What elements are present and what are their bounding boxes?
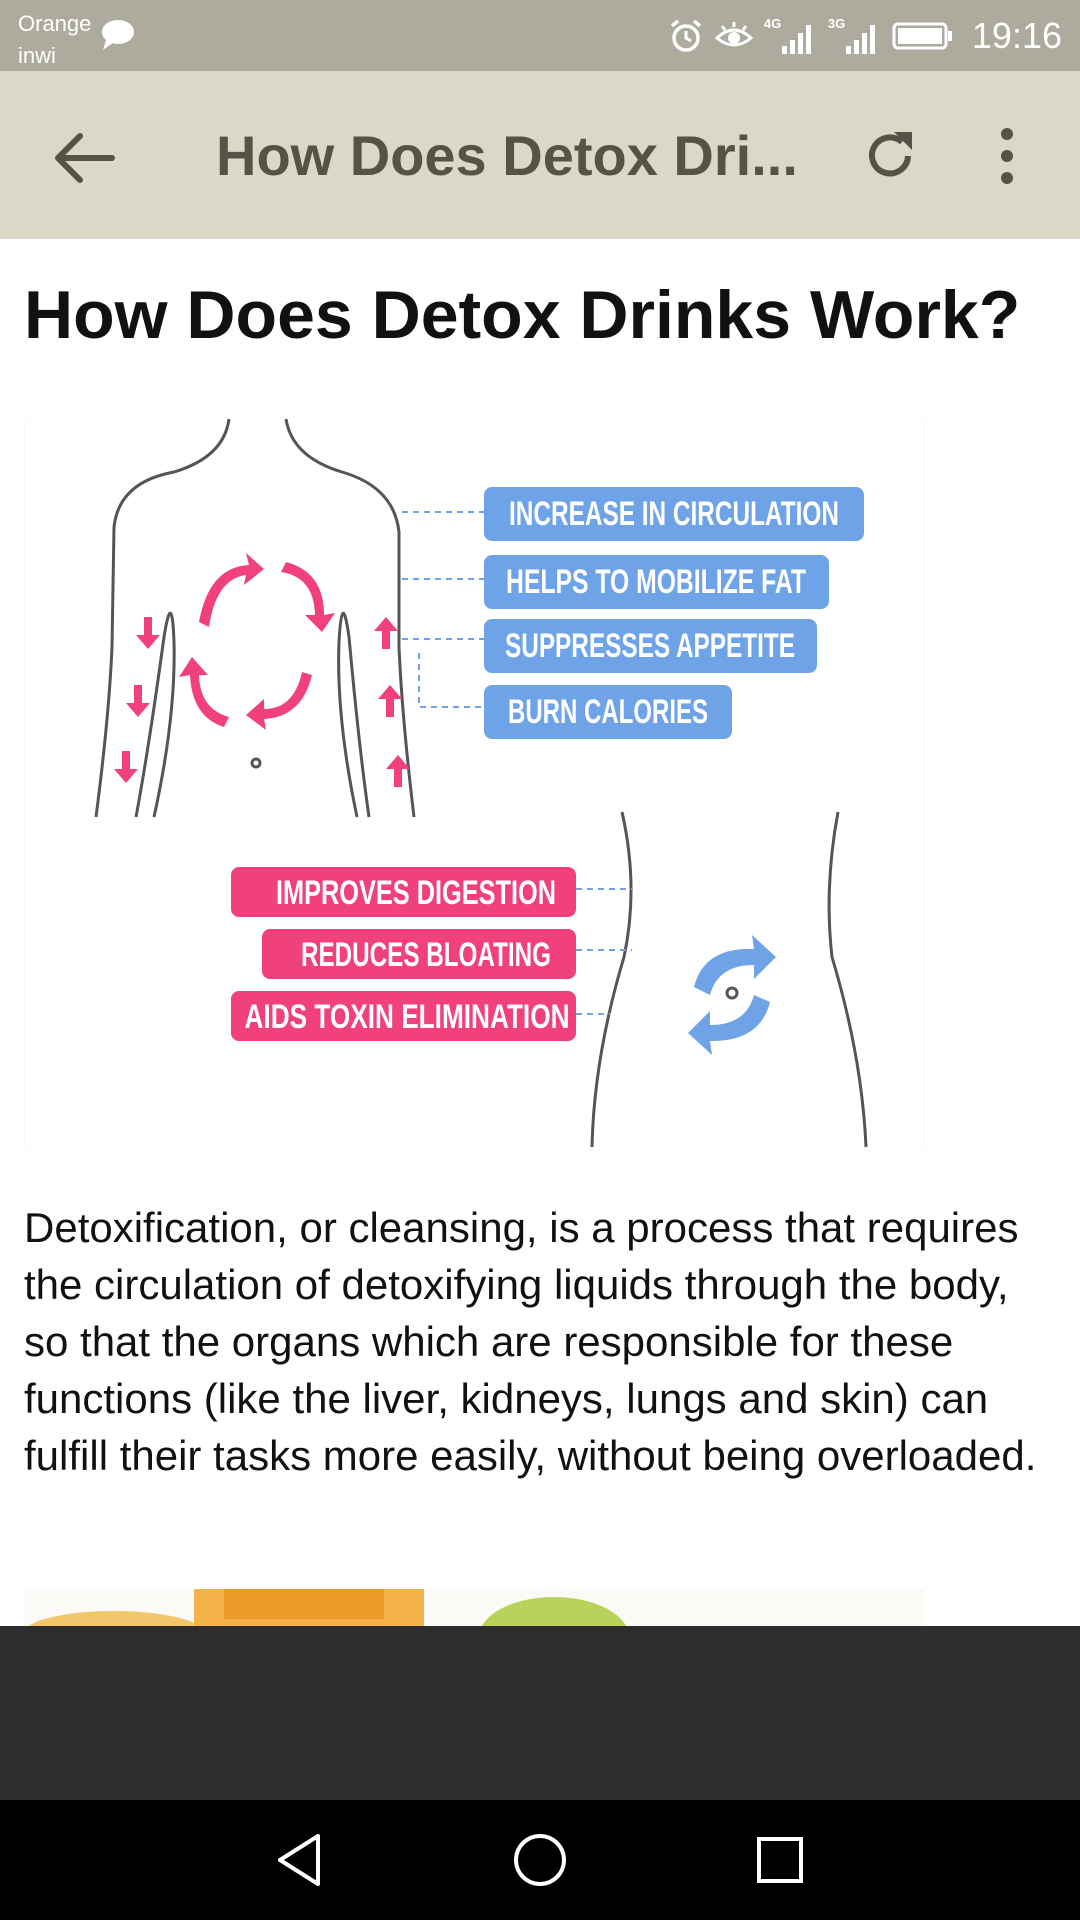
carrier-info: Orange inwi [18,8,91,72]
status-icons: 4G 3G 19:16 [668,0,1062,71]
more-options-icon[interactable] [985,124,1029,188]
lower-torso-outline [590,811,868,1148]
label-pill [484,487,864,541]
article-content[interactable]: How Does Detox Drinks Work? [0,239,1080,1626]
network-type-label: 4G [763,15,782,31]
benefit-label: INCREASE IN CIRCULATION [509,495,839,533]
pink-benefit-labels: IMPROVES DIGESTION REDUCES BLOATING AIDS… [231,867,576,1041]
detox-infographic: INCREASE IN CIRCULATION HELPS TO MOBILIZ… [24,417,924,1151]
carrier-name-secondary: inwi [18,43,56,68]
circulation-arrows [114,553,410,787]
navigation-bar [0,1800,1080,1920]
network-type-label: 3G [827,15,846,31]
status-bar: Orange inwi 4G 3G [0,0,1080,71]
refresh-icon[interactable] [858,124,922,188]
alarm-icon [670,19,702,52]
eye-comfort-icon [714,21,754,46]
pink-connectors [576,888,632,1015]
label-pill [484,555,829,609]
benefit-label: AIDS TOXIN ELIMINATION [245,998,570,1036]
carrier-name: Orange [18,11,92,36]
message-icon [102,20,134,50]
blue-benefit-labels: INCREASE IN CIRCULATION HELPS TO MOBILIZ… [484,487,864,739]
signal-bars-icon [781,24,811,54]
label-pill [484,685,732,739]
app-bar-title: How Does Detox Dri... [216,124,798,187]
nav-back-icon[interactable] [270,1830,330,1890]
signal-4g: 4G [764,16,818,56]
label-pill [231,867,576,917]
nav-home-icon[interactable] [510,1830,570,1890]
upper-torso-outline [94,418,416,818]
rotation-arrows [688,935,776,1055]
app-bar: How Does Detox Dri... [0,71,1080,239]
nav-recents-icon[interactable] [750,1830,810,1890]
ad-banner-area[interactable] [0,1626,1080,1800]
article-body: Detoxification, or cleansing, is a proce… [24,1204,1037,1479]
clock: 19:16 [971,14,1062,56]
signal-bars-icon [845,24,875,54]
next-article-image [24,1589,924,1626]
signal-3g: 3G [828,16,882,56]
article-title: How Does Detox Drinks Work? [24,277,1021,353]
benefit-label: BURN CALORIES [508,693,708,731]
benefit-label: REDUCES BLOATING [301,936,551,974]
benefit-label: IMPROVES DIGESTION [276,874,556,912]
blue-connectors [402,511,484,708]
label-pill [262,929,576,979]
benefit-label: SUPPRESSES APPETITE [505,627,795,665]
benefit-label: HELPS TO MOBILIZE FAT [506,563,806,601]
label-pill [231,991,576,1041]
battery-icon [892,22,952,49]
label-pill [484,619,817,673]
back-arrow-icon[interactable] [50,124,118,192]
